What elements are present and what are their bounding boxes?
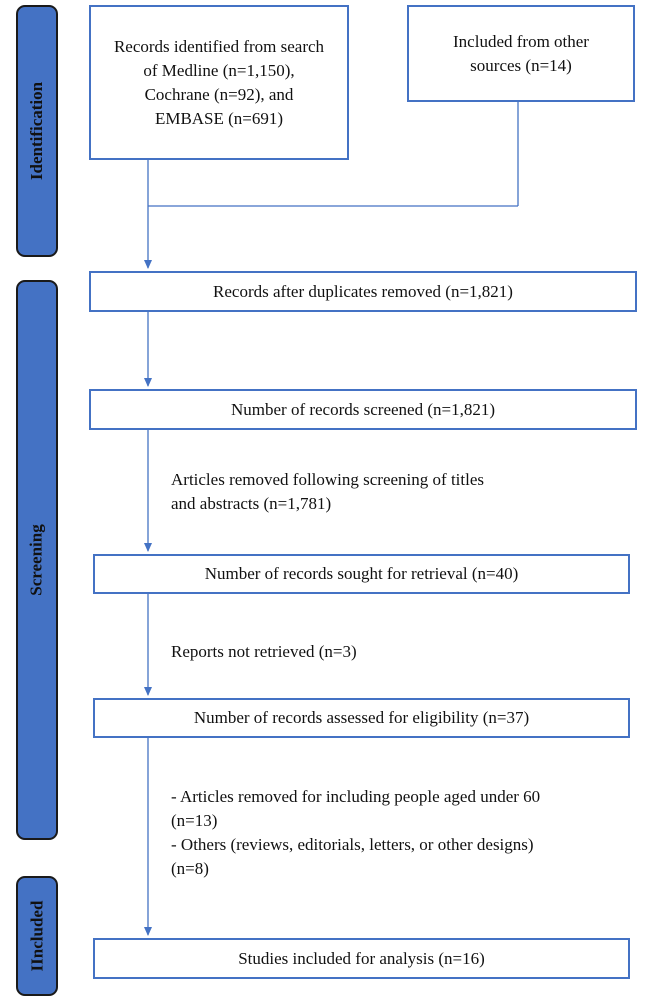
box-after-duplicates: Records after duplicates removed (n=1,82…: [89, 271, 637, 312]
phase-included: IIncluded: [16, 876, 58, 996]
phase-included-label: IIncluded: [27, 900, 46, 972]
box-included-analysis-label: Studies included for analysis (n=16): [238, 948, 485, 968]
box-assessed-eligibility: Number of records assessed for eligibili…: [93, 698, 630, 738]
phase-screening: Screening: [16, 280, 58, 840]
box-records-screened: Number of records screened (n=1,821): [89, 389, 637, 430]
note-removed-titles-line1: Articles removed following screening of …: [171, 470, 484, 489]
note-not-retrieved-line: Reports not retrieved (n=3): [171, 642, 357, 661]
box-after-duplicates-label: Records after duplicates removed (n=1,82…: [213, 281, 513, 301]
box-sought-retrieval: Number of records sought for retrieval (…: [93, 554, 630, 594]
box-sought-retrieval-label: Number of records sought for retrieval (…: [204, 564, 519, 583]
note-excluded-age-line2: (n=13): [171, 811, 218, 830]
box-records-identified-label: Records identified from search of Medlin…: [113, 36, 325, 128]
note-excluded-other-line1: - Others (reviews, editorials, letters, …: [171, 835, 534, 854]
box-other-sources: Included from other sources (n=14): [407, 5, 635, 102]
note-not-retrieved: Reports not retrieved (n=3): [171, 640, 357, 664]
note-removed-titles: Articles removed following screening of …: [171, 468, 484, 516]
note-excluded-other-line2: (n=8): [171, 859, 209, 878]
note-removed-titles-line2: and abstracts (n=1,781): [171, 494, 332, 513]
box-included-analysis: Studies included for analysis (n=16): [93, 938, 630, 979]
phase-identification-label: Identification: [27, 81, 47, 181]
box-records-identified: Records identified from search of Medlin…: [89, 5, 349, 160]
box-other-sources-label: Included from other sources (n=14): [453, 31, 589, 75]
note-excluded-age-line1: - Articles removed for including people …: [171, 787, 541, 806]
box-records-screened-label: Number of records screened (n=1,821): [230, 399, 495, 419]
note-excluded-reasons: - Articles removed for including people …: [171, 785, 540, 881]
phase-screening-label: Screening: [27, 524, 46, 596]
box-assessed-eligibility-label: Number of records assessed for eligibili…: [193, 708, 530, 727]
phase-identification: Identification: [16, 5, 58, 257]
